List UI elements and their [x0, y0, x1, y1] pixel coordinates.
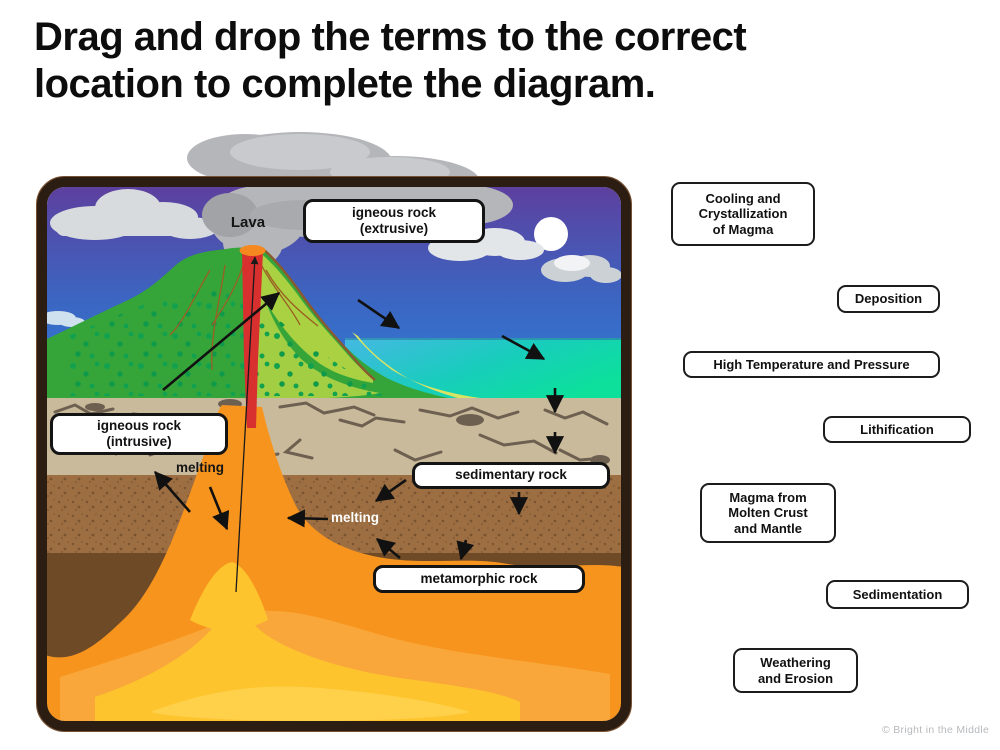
page-title: Drag and drop the terms to the correct l…	[34, 14, 914, 108]
chip-line: Sedimentation	[852, 586, 943, 602]
chip-line: Crystallization	[698, 206, 788, 222]
credit-text: © Bright in the Middle	[882, 724, 990, 736]
term-chip-lithification[interactable]: Lithification	[823, 416, 971, 443]
label-line: sedimentary rock	[455, 467, 567, 483]
crater-lava	[239, 245, 266, 256]
cloud-right	[541, 255, 621, 283]
sun-icon	[534, 217, 568, 251]
label-line: (extrusive)	[359, 221, 429, 236]
page-title-line2: location to complete the diagram.	[34, 62, 656, 106]
chip-line: High Temperature and Pressure	[713, 356, 910, 372]
label-melting-left: melting	[176, 460, 225, 475]
volcano-mountain	[47, 247, 621, 430]
label-sedimentary-rock: sedimentary rock	[412, 462, 610, 489]
chip-line: Cooling and	[705, 191, 781, 206]
term-chip-weathering-and-erosion[interactable]: Weathering and Erosion	[733, 648, 858, 693]
chip-line: Deposition	[854, 291, 923, 307]
chip-line: Molten Crust	[728, 505, 808, 521]
label-line: igneous rock	[96, 417, 182, 433]
label-line: (intrusive)	[106, 434, 172, 449]
chip-line: and Mantle	[734, 520, 802, 536]
term-chip-cooling-and-crystallization[interactable]: Cooling and Crystallization of Magma	[671, 182, 815, 246]
magma-chamber	[47, 405, 621, 721]
diagram-frame	[37, 177, 631, 731]
vegetation-dots	[70, 290, 385, 396]
cloud-left	[50, 189, 218, 240]
term-chip-magma-from-molten-crust[interactable]: Magma from Molten Crust and Mantle	[700, 483, 836, 543]
label-line: igneous rock	[351, 204, 437, 220]
page-title-line1: Drag and drop the terms to the correct	[34, 15, 747, 59]
chip-line: Weathering	[760, 655, 831, 671]
label-metamorphic-rock: metamorphic rock	[373, 565, 585, 593]
term-chip-high-temperature-and-pressure[interactable]: High Temperature and Pressure	[683, 351, 940, 378]
label-lava: Lava	[230, 214, 266, 231]
chip-line: Lithification	[860, 421, 934, 437]
label-line: metamorphic rock	[420, 570, 538, 586]
label-igneous-rock-extrusive: igneous rock (extrusive)	[303, 199, 485, 243]
process-arrows	[154, 256, 565, 593]
chip-line: Magma from	[729, 490, 807, 505]
chip-line: and Erosion	[757, 670, 834, 686]
term-chip-sedimentation[interactable]: Sedimentation	[826, 580, 969, 609]
term-chip-deposition[interactable]: Deposition	[837, 285, 940, 313]
label-melting-center: melting	[331, 510, 380, 525]
label-igneous-rock-intrusive: igneous rock (intrusive)	[50, 413, 228, 455]
chip-line: of Magma	[712, 221, 774, 237]
